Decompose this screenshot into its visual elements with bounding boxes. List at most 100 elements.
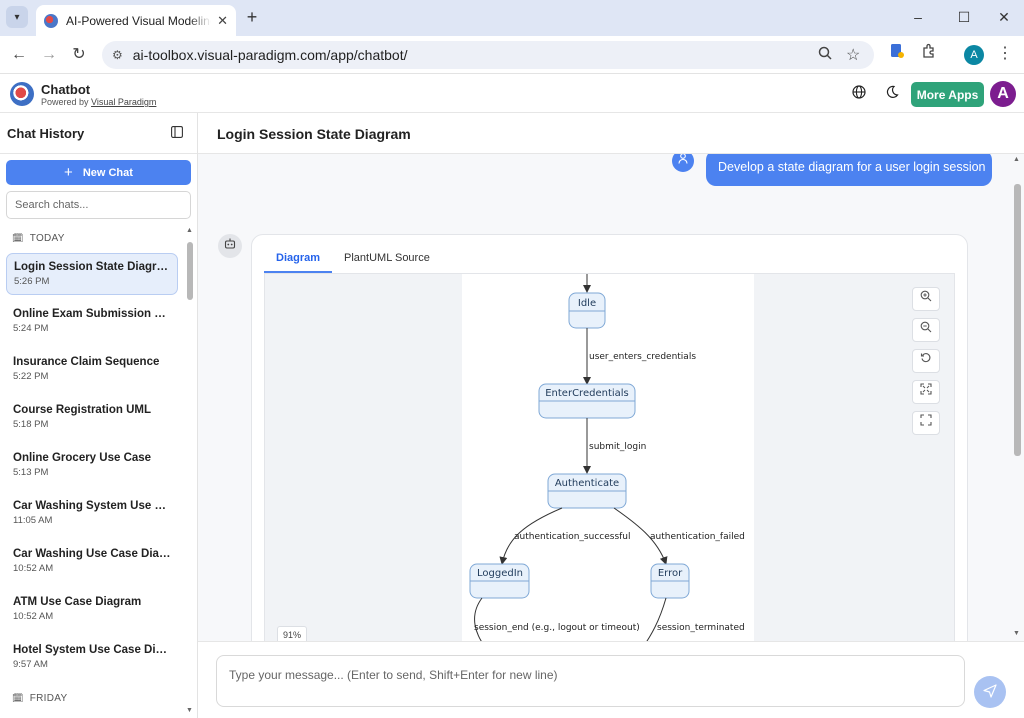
url-bar[interactable]: ⚙ ai-toolbox.visual-paradigm.com/app/cha… [102,41,874,69]
page-title: Login Session State Diagram [217,126,411,142]
transition-arrow-6 [646,597,667,641]
tab-close-icon[interactable]: ✕ [217,12,228,28]
new-chat-label: New Chat [82,166,133,179]
scroll-up-arrow-icon[interactable]: ▲ [186,227,193,234]
scroll-down-arrow-icon[interactable]: ▼ [1013,630,1020,637]
scroll-up-arrow-icon[interactable]: ▲ [1013,156,1020,163]
state-logged-in-label: LoggedIn [477,568,523,579]
calendar-icon: 🗓 [12,233,24,243]
browser-tab[interactable]: AI-Powered Visual Modeling Chatbot ✕ [36,5,236,36]
site-info-icon[interactable]: ⚙ [112,48,123,62]
group-label-friday: 🗓FRIDAY [12,693,67,704]
state-authenticate-label: Authenticate [555,478,619,489]
chat-item-title: Insurance Claim Sequence [13,356,160,368]
sidebar-divider [0,153,197,154]
scroll-down-arrow-icon[interactable]: ▼ [186,707,193,714]
chat-item-car-washing-system[interactable]: Car Washing System Use Case 11:05 AM [6,493,178,535]
user-message-bubble: Develop a state diagram for a user login… [706,154,992,186]
dark-mode-moon-icon[interactable] [885,85,899,102]
extensions-puzzle-icon[interactable] [918,43,940,65]
group-label-text: TODAY [29,233,65,244]
window-close-icon[interactable]: ✕ [998,9,1010,25]
extension-badge-icon[interactable] [886,43,908,65]
sidebar-toggle-icon[interactable] [171,126,183,141]
address-bar-row: ← → ↻ ⚙ ai-toolbox.visual-paradigm.com/a… [0,36,1024,74]
chat-item-time: 5:18 PM [13,419,49,430]
bookmark-star-icon[interactable]: ☆ [846,47,861,64]
transition-label-6: session_terminated [657,623,745,633]
forward-icon[interactable]: → [41,46,57,63]
chat-item-time: 5:26 PM [14,276,50,287]
response-tabs: Diagram PlantUML Source [264,247,442,273]
chat-history-sidebar: Chat History + New Chat 🗓 TODAY Login Sess… [0,113,198,718]
diagram-response-card: Diagram PlantUML Source [251,234,968,641]
fullscreen-icon[interactable] [912,411,940,435]
state-logged-in[interactable]: LoggedIn [469,563,530,599]
browser-tab-bar: ▾ AI-Powered Visual Modeling Chatbot ✕ +… [0,0,1024,36]
group-label-today: 🗓 TODAY [12,233,65,244]
chat-item-online-exam[interactable]: Online Exam Submission Diagram 5:24 PM [6,301,178,343]
chat-item-title: Course Registration UML [13,404,152,416]
plus-icon: + [64,164,73,181]
chat-item-time: 5:22 PM [13,371,49,382]
bot-avatar-icon [218,234,242,258]
chat-item-login-session[interactable]: Login Session State Diagram 5:26 PM [6,253,178,295]
chat-item-course-registration[interactable]: Course Registration UML 5:18 PM [6,397,178,439]
zoom-out-icon[interactable] [912,318,940,342]
tabs-divider [264,273,955,274]
sidebar-scroll-thumb[interactable] [187,242,193,300]
send-icon [983,683,997,698]
state-error[interactable]: Error [650,563,690,599]
more-apps-button[interactable]: More Apps [911,82,984,107]
chat-item-time: 9:57 AM [13,659,48,670]
user-message-avatar-icon [672,154,694,172]
chat-item-title: Car Washing Use Case Diagram [13,548,171,560]
chat-item-title: Car Washing System Use Case [13,500,171,512]
back-icon[interactable]: ← [11,46,27,63]
chat-scroll-thumb[interactable] [1014,184,1021,456]
chat-item-title: Hotel System Use Case Diagram [13,644,171,656]
reload-icon[interactable]: ↻ [72,46,86,63]
chat-item-time: 5:24 PM [13,323,49,334]
state-idle-label: Idle [578,298,596,309]
powered-by-link[interactable]: Visual Paradigm [91,97,157,107]
chat-item-insurance-claim[interactable]: Insurance Claim Sequence 5:22 PM [6,349,178,391]
tab-diagram[interactable]: Diagram [264,247,333,273]
chat-scrollbar[interactable]: ▲ ▼ [1013,154,1023,641]
tab-plantuml-source[interactable]: PlantUML Source [344,252,430,264]
sidebar-title: Chat History [7,126,85,141]
chat-item-atm[interactable]: ATM Use Case Diagram 10:52 AM [6,589,178,631]
fit-to-screen-icon[interactable] [912,380,940,404]
chat-item-time: 5:13 PM [13,467,49,478]
message-input[interactable] [216,655,965,707]
powered-by-text: Powered by [41,97,92,107]
maximize-icon[interactable]: ☐ [957,9,971,25]
new-chat-button[interactable]: + New Chat [6,160,191,185]
url-text: ai-toolbox.visual-paradigm.com/app/chatb… [132,47,408,63]
chat-item-title: ATM Use Case Diagram [13,596,142,608]
app-name: Chatbot [41,82,91,97]
browser-profile-avatar[interactable]: A [964,45,984,65]
tab-search-chevron-icon[interactable]: ▾ [6,6,28,28]
user-avatar[interactable]: A [990,81,1016,107]
chat-item-hotel-system[interactable]: Hotel System Use Case Diagram 9:57 AM [6,637,178,679]
search-chats-input[interactable] [6,191,191,219]
zoom-lens-icon[interactable] [818,46,832,63]
state-idle[interactable]: Idle [568,292,606,329]
main-divider [198,153,1024,154]
new-tab-icon[interactable]: + [246,7,258,27]
chat-item-car-washing-diagram[interactable]: Car Washing Use Case Diagram 10:52 AM [6,541,178,583]
language-globe-icon[interactable] [852,85,866,102]
zoom-in-icon[interactable] [912,287,940,311]
sidebar-scrollbar[interactable]: ▲ ▼ [186,225,196,718]
state-authenticate[interactable]: Authenticate [547,473,627,509]
minimize-icon[interactable]: – [914,9,922,25]
state-enter-credentials[interactable]: EnterCredentials [538,383,636,419]
browser-menu-icon[interactable]: ⋮ [997,45,1013,62]
state-error-label: Error [658,568,683,579]
send-button[interactable] [974,676,1006,708]
reset-view-icon[interactable] [912,349,940,373]
transition-arrow-3 [499,507,563,565]
chat-item-online-grocery[interactable]: Online Grocery Use Case 5:13 PM [6,445,178,487]
diagram-viewer[interactable]: Idle user_enters_credentials EnterCreden… [264,274,955,641]
